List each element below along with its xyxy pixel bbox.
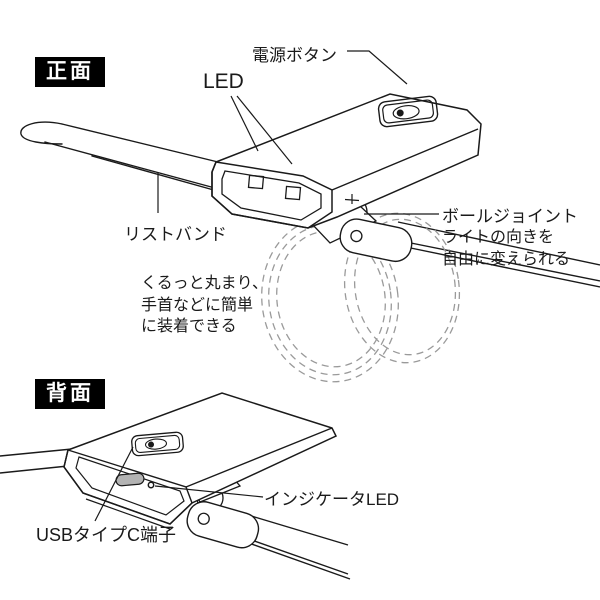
indicator-led-label: インジケータLED [264, 490, 400, 509]
led-leader-2 [236, 95, 293, 165]
back-leader-lines [94, 446, 264, 522]
lens-bezel [211, 161, 333, 229]
ball-joint-note-line1: ライトの向きを [442, 229, 555, 246]
strap-right-segment [395, 221, 600, 288]
led-label: LED [203, 70, 244, 93]
back-recess-inner [75, 456, 185, 516]
back-device-body [63, 392, 338, 530]
wristband-label: リストバンド [124, 225, 227, 244]
strap-clip-front [339, 218, 413, 263]
ball-joint-label: ボールジョイント [442, 207, 578, 226]
strap-clip-back [186, 501, 260, 549]
wrap-note-line3: に装着できる [141, 318, 237, 335]
front-leader-lines [157, 50, 439, 215]
wrap-note-line1: くるっと丸まり、 [141, 275, 269, 292]
back-strap-left [0, 448, 73, 474]
wrap-note-line2: 手首などに簡単 [141, 296, 254, 314]
lens-window [221, 170, 322, 221]
ball-joint-note-line2: 自由に変えられる [442, 250, 571, 268]
power-button-icon [377, 95, 439, 128]
led-leader-1 [230, 95, 259, 152]
led-chip-right [284, 185, 302, 201]
power-button-label: 電源ボタン [252, 46, 337, 65]
indicator-leader [154, 485, 264, 498]
led-chip-left [247, 174, 265, 190]
wrap-note: くるっと丸まり、 手首などに簡単 に装着できる [141, 273, 268, 338]
ball-joint-note: ライトの向きを 自由に変えられる [442, 227, 570, 270]
usb-leader [94, 446, 134, 522]
front-device-body [211, 93, 482, 229]
pivot-cross-mark [344, 194, 360, 204]
indicator-led-dot [147, 481, 155, 489]
front-badge: 正面 [35, 57, 105, 87]
usb-type-c-label: USBタイプC端子 [36, 525, 177, 545]
back-badge: 背面 [35, 379, 105, 409]
wristband-strap [20, 121, 229, 195]
power-button-leader [347, 50, 408, 85]
power-button-icon-back [131, 431, 184, 457]
usb-c-port [115, 472, 145, 487]
